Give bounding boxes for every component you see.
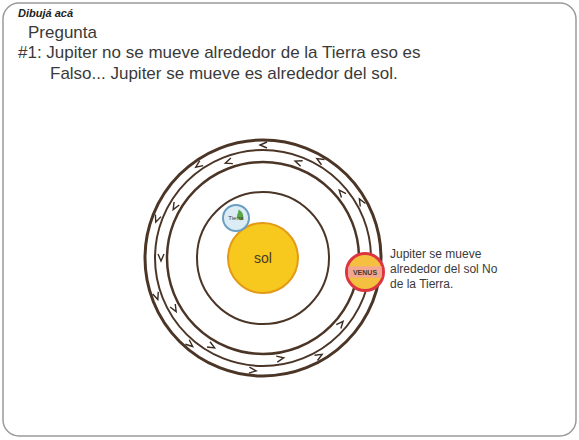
card-border (3, 3, 576, 436)
orbits (145, 140, 381, 376)
planet-band (348, 266, 382, 277)
orbit-arrow (170, 304, 179, 313)
question-title: Pregunta (28, 22, 228, 43)
node-label: VENUS (353, 269, 377, 276)
node-label: Tierra (228, 215, 243, 221)
node-shape (223, 205, 249, 231)
planet-circle: VENUS (345, 252, 385, 292)
node-shape (347, 254, 384, 291)
orbit-arrow (260, 142, 267, 148)
node-label: sol (254, 250, 272, 266)
orbit-arrow (294, 158, 303, 166)
orbit-ring (155, 150, 371, 366)
orbit-arrow (249, 367, 256, 374)
orbit-arrow (315, 156, 324, 165)
question-text: #1: Jupiter no se mueve alrededor de la … (18, 42, 458, 85)
orbit-arrow (153, 292, 161, 301)
orbit-arrow (207, 342, 216, 351)
note-text: Jupiter se mueve alrededor del sol No de… (390, 247, 502, 292)
orbit-ring (145, 140, 381, 376)
orbit-arrow (171, 202, 180, 211)
node-shape (228, 223, 298, 293)
card-heading: Dibujá acá (18, 7, 218, 21)
orbit-arrow (357, 197, 366, 206)
earth-circle: Tierra (222, 204, 250, 232)
orbit-arrow (276, 355, 284, 362)
orbit-arrow (158, 254, 164, 261)
orbit-arrow (224, 158, 233, 166)
sun-circle: sol (227, 222, 299, 294)
orbit-arrow (315, 352, 324, 361)
orbit-arrow (185, 340, 194, 349)
orbit-ring (197, 192, 329, 324)
orbit-arrow (194, 161, 203, 170)
orbit-arrow (336, 319, 345, 328)
orbit-ring (167, 162, 359, 354)
orbit-arrow (153, 215, 161, 224)
orbit-arrow (337, 188, 346, 197)
